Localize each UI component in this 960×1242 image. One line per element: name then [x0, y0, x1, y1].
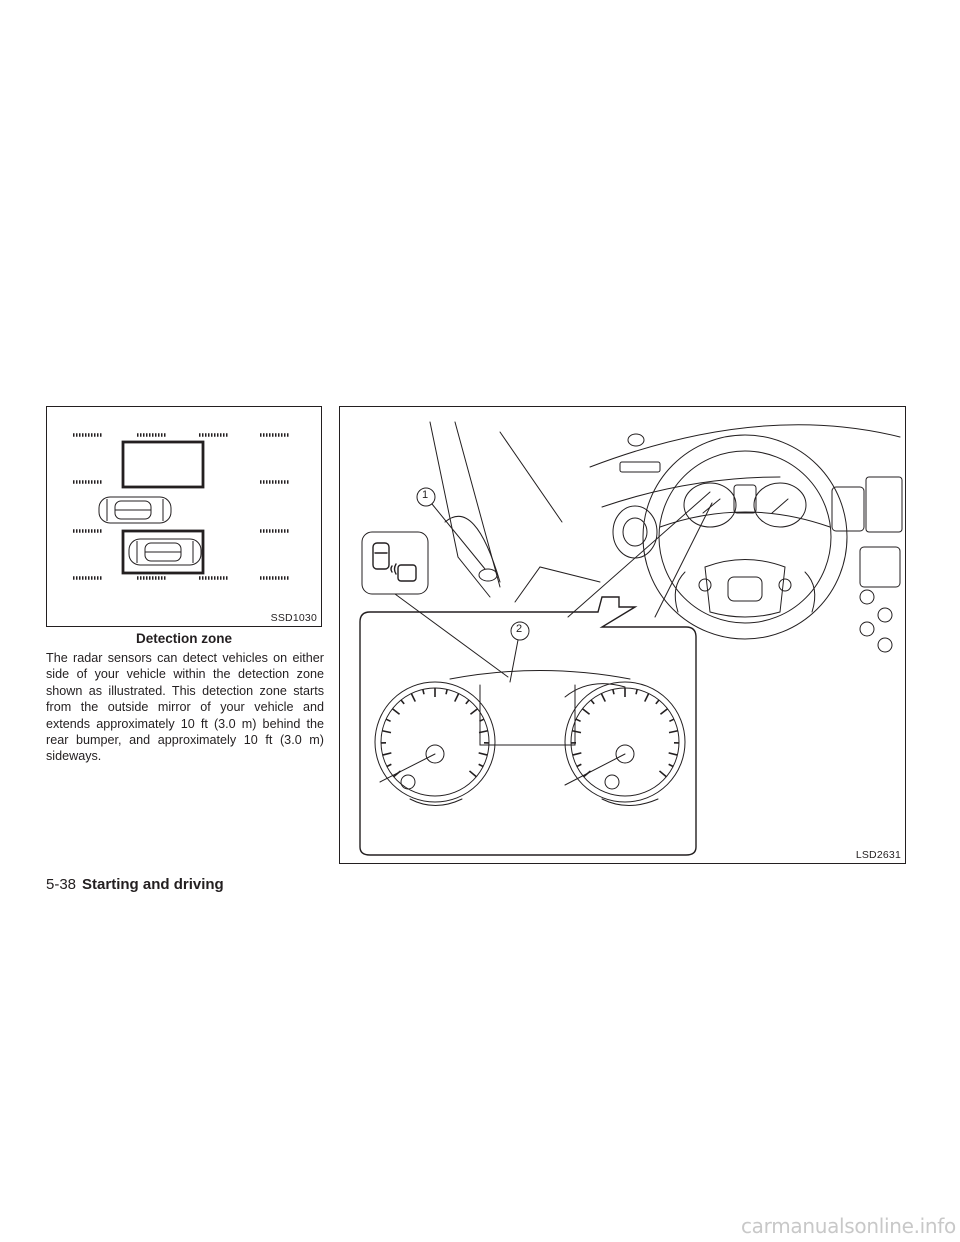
figure-code: SSD1030: [270, 612, 317, 624]
mirror-sensor-indicator: [478, 568, 498, 582]
section-title: Starting and driving: [82, 876, 224, 893]
dashboard-figure: LSD2631 1 2: [339, 406, 906, 864]
callout-2-label: 2: [516, 623, 523, 635]
callout-1-label: 1: [422, 489, 429, 501]
dashboard-illustration: [359, 421, 903, 856]
detection-zone-figure: SSD1030: [46, 406, 322, 627]
figure-code: LSD2631: [855, 849, 901, 861]
detection-zone-illustration: [73, 433, 290, 580]
page-footer: 5-38 Starting and driving: [46, 876, 224, 893]
figure-caption: Detection zone: [135, 631, 232, 646]
body-paragraph: The radar sensors can detect vehicles on…: [46, 651, 324, 764]
watermark: carmanualsonline.info: [740, 1214, 956, 1238]
page-number: 5-38: [46, 876, 77, 893]
